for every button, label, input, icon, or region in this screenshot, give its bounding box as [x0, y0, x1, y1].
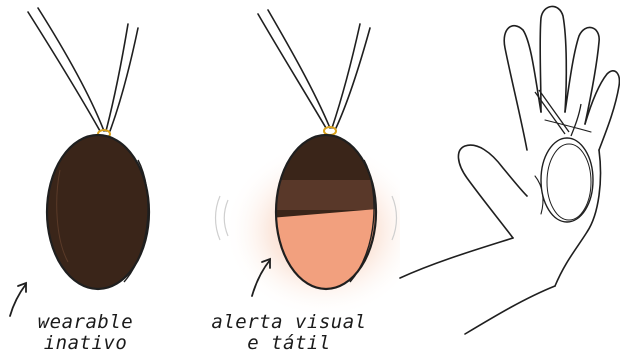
caption-inactive-line2: inativo	[8, 333, 163, 354]
alert-wearable-panel: alerta visual e tátil	[200, 0, 400, 358]
inactive-wearable-panel: wearable inativo	[0, 0, 200, 358]
cord	[258, 10, 370, 128]
cord	[28, 8, 138, 131]
alert-pendant-illustration	[200, 0, 400, 358]
caption-inactive-line1: wearable	[8, 312, 163, 333]
inactive-pendant-illustration	[0, 0, 200, 358]
hand-panel	[395, 0, 620, 358]
caption-alert: alerta visual e tátil	[204, 312, 374, 354]
hand-holding-pendant-illustration	[395, 0, 620, 358]
caption-inactive: wearable inativo	[8, 312, 163, 354]
caption-alert-line1: alerta visual	[204, 312, 374, 333]
pendant-outline	[541, 138, 593, 222]
pendant-body	[47, 135, 149, 289]
cord	[535, 90, 581, 136]
caption-alert-line2: e tátil	[204, 333, 374, 354]
